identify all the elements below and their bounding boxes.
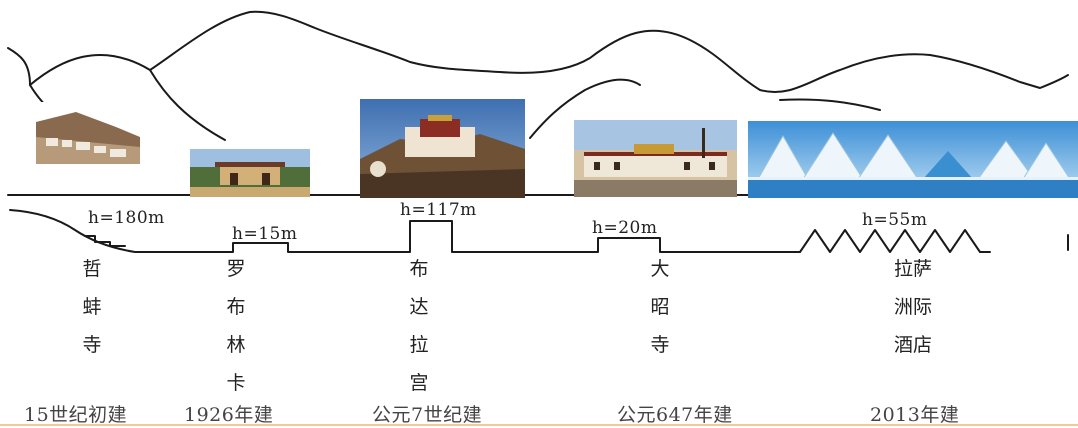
mountain-ridge-4	[529, 78, 641, 139]
site-name-potala: 布 达 拉 宫	[389, 250, 449, 402]
building-profile-line	[9, 209, 991, 253]
date-label-potala: 公元7世纪建	[372, 404, 483, 426]
mountain-ridge-2	[149, 69, 226, 141]
site-name-char: 昭	[650, 296, 670, 318]
ground-baseline	[0, 424, 1078, 426]
site-name-char: 林	[226, 334, 246, 356]
site-name-line: 拉萨	[893, 258, 932, 280]
site-name-char: 宫	[409, 372, 429, 394]
site-name-char: 哲	[82, 258, 102, 280]
site-name-hotel: 拉萨 洲际 酒店	[878, 250, 948, 364]
zhebang-monastery-photo	[36, 102, 140, 164]
height-label-zhebang: h=180m	[88, 208, 165, 228]
intercontinental-hotel-photo	[748, 121, 1078, 198]
site-name-line: 洲际	[893, 296, 932, 318]
site-name-char: 卡	[226, 372, 246, 394]
potala-palace-photo	[360, 99, 525, 198]
site-name-char: 大	[650, 258, 670, 280]
height-label-jokhang: h=20m	[592, 218, 658, 238]
site-name-char: 寺	[650, 334, 670, 356]
site-name-char: 寺	[82, 334, 102, 356]
site1-steps	[84, 235, 126, 247]
site-name-char: 拉	[409, 334, 429, 356]
site-name-char: 达	[409, 296, 429, 318]
norbulingka-photo	[190, 149, 310, 197]
mountain-ridge-5	[779, 98, 881, 111]
site-name-char: 布	[409, 258, 429, 280]
site-name-char: 布	[226, 296, 246, 318]
height-label-hotel: h=55m	[862, 210, 928, 230]
height-label-potala: h=117m	[400, 200, 477, 220]
date-label-norbulingka: 1926年建	[184, 404, 274, 426]
site-name-jokhang: 大 昭 寺	[630, 250, 690, 364]
site-name-line: 酒店	[893, 334, 932, 356]
date-label-zhebang: 15世纪初建	[24, 404, 128, 426]
date-label-jokhang: 公元647年建	[617, 404, 733, 426]
height-label-norbulingka: h=15m	[232, 224, 298, 244]
site-name-char: 罗	[226, 258, 246, 280]
site-name-norbulingka: 罗 布 林 卡	[206, 250, 266, 402]
mountain-ridge-1	[7, 10, 1069, 93]
date-label-hotel: 2013年建	[870, 404, 960, 426]
jokhang-temple-photo	[574, 120, 737, 197]
site-name-char: 蚌	[82, 296, 102, 318]
site-name-zhebang: 哲 蚌 寺	[62, 250, 122, 364]
